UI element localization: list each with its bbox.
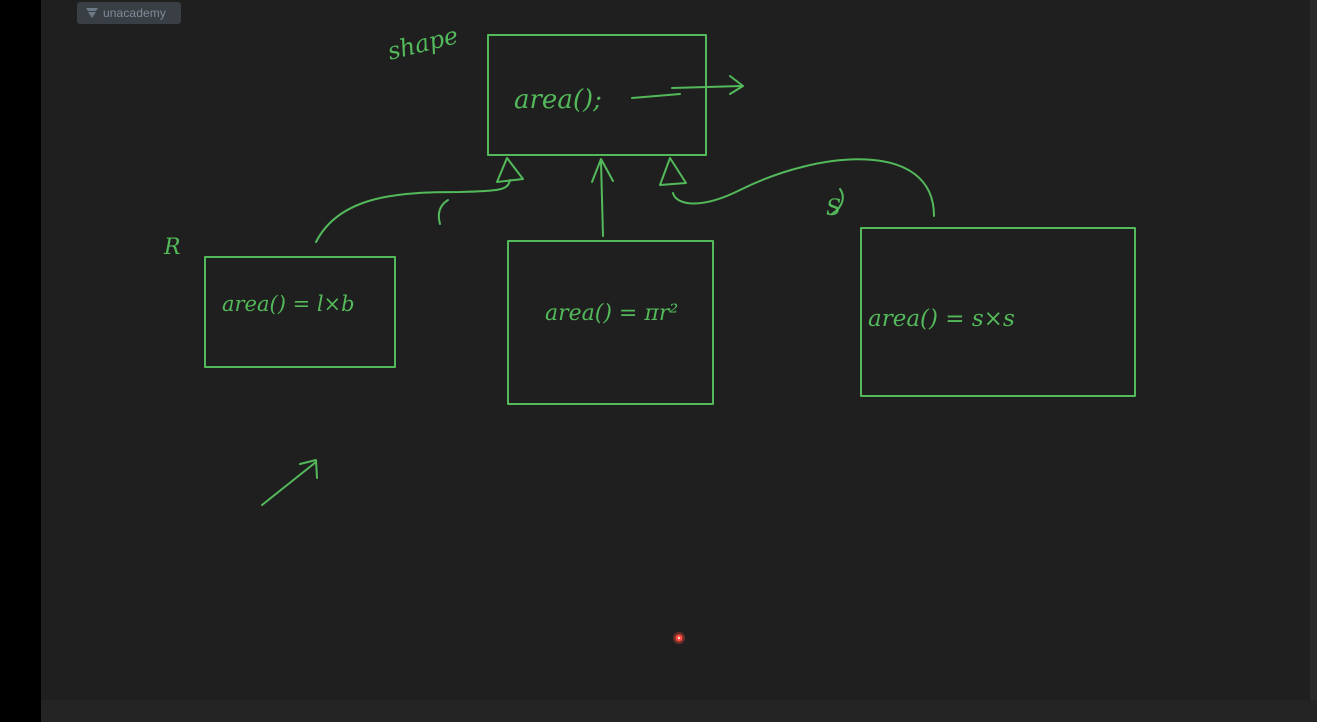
square-class-method: area() = s×s [868,306,1015,332]
base-class-name: shape [385,21,461,66]
rectangle-class-tag: R [163,235,181,260]
board-footer [41,700,1317,722]
method-arrow-head [729,75,744,95]
scroll-edge [1310,0,1317,722]
inherit-stroke-right [831,188,844,215]
rectangle-class-method: area() = l×b [222,292,355,316]
unacademy-watermark: unacademy [77,2,181,24]
unacademy-logo-icon [86,8,98,18]
square-class-tag: S [826,196,841,221]
free-arrow-head [299,459,318,479]
inherit-curve-left [315,179,511,243]
inherit-head-middle [591,158,614,183]
inherit-head-left [496,157,524,183]
base-class-box [487,34,707,156]
circle-class-box [507,240,714,405]
method-dash [631,93,681,99]
base-class-method: area(); [514,85,602,115]
brand-name: unacademy [103,6,166,20]
inherit-head-right [659,157,687,186]
method-arrow-line [671,85,743,89]
square-class-box [860,227,1136,397]
free-arrow-line [261,461,317,506]
circle-class-method: area() = πr² [545,301,678,326]
inherit-curve-right [672,158,935,217]
pointer-core [677,636,681,640]
inherit-stroke-left [437,199,449,225]
inherit-line-middle [600,161,604,237]
rectangle-class-box [204,256,396,368]
whiteboard-canvas[interactable] [41,0,1317,722]
